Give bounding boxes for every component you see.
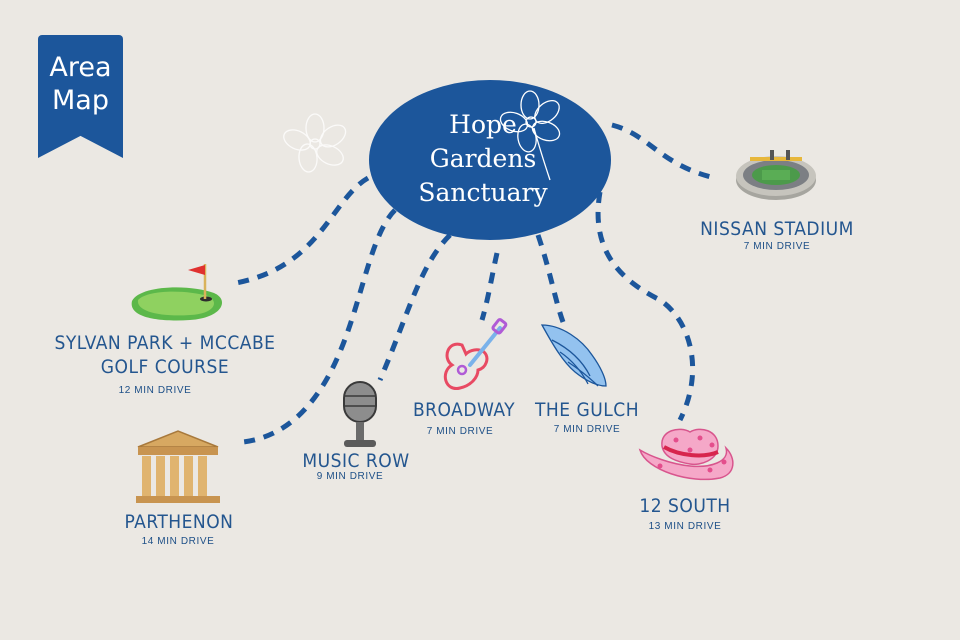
wing-icon xyxy=(540,324,607,387)
drive-parthenon: 14 MIN DRIVE xyxy=(141,536,215,547)
drive-nissan-stadium: 7 MIN DRIVE xyxy=(743,241,811,252)
label-music-row: MUSIC ROW xyxy=(302,450,410,472)
hub-title: Hope Gardens Sanctuary xyxy=(408,108,558,210)
route-sylvan-park xyxy=(229,175,370,287)
label-sylvan-park-line2: GOLF COURSE xyxy=(100,356,230,378)
label-nissan-stadium: NISSAN STADIUM xyxy=(700,218,854,240)
label-12-south: 12 SOUTH xyxy=(639,495,731,517)
route-nissan-stadium xyxy=(611,122,716,181)
label-sylvan-park-line1: SYLVAN PARK + MCCABE xyxy=(54,332,276,354)
drive-music-row: 9 MIN DRIVE xyxy=(316,471,384,482)
faint-flower-icon xyxy=(283,113,347,173)
label-broadway: BROADWAY xyxy=(412,399,516,421)
banner-line1: Area xyxy=(49,52,112,83)
parthenon-icon xyxy=(136,430,220,503)
flower-icon xyxy=(499,90,561,181)
label-the-gulch: THE GULCH xyxy=(534,399,640,421)
guitar-icon xyxy=(443,318,508,390)
area-map-banner: Area Map xyxy=(38,35,123,158)
route-music-row xyxy=(377,233,452,381)
drive-the-gulch: 7 MIN DRIVE xyxy=(553,424,621,435)
route-12-south xyxy=(595,191,696,422)
hub-line3: Sanctuary xyxy=(418,178,548,207)
drive-sylvan-park: 12 MIN DRIVE xyxy=(118,385,192,396)
drive-12-south: 13 MIN DRIVE xyxy=(648,521,722,532)
drive-broadway: 7 MIN DRIVE xyxy=(426,426,494,437)
route-broadway xyxy=(479,252,500,321)
microphone-icon xyxy=(343,381,377,447)
cowboy-hat-icon xyxy=(638,428,734,481)
golf-green-icon xyxy=(131,264,222,321)
banner-line2: Map xyxy=(52,85,109,116)
route-the-gulch xyxy=(535,234,566,323)
hub-line2: Gardens xyxy=(429,144,537,173)
stadium-icon xyxy=(736,150,816,200)
hub-line1: Hope xyxy=(449,110,517,139)
label-parthenon: PARTHENON xyxy=(124,511,234,533)
